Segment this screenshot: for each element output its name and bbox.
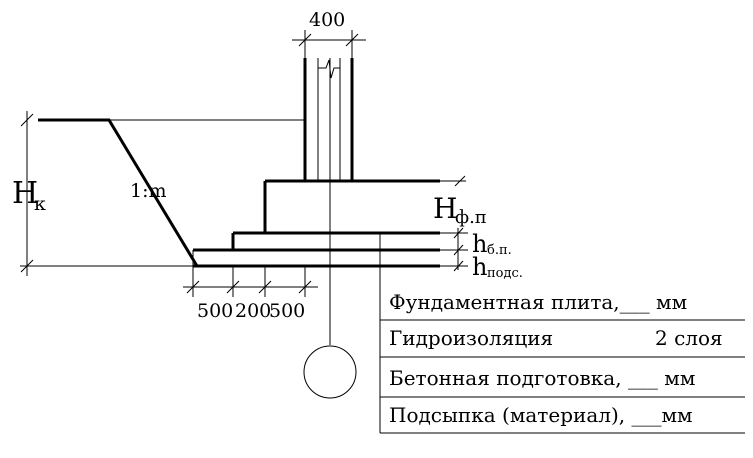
legend-row-backfill: Подсыпка (материал), ___мм — [389, 403, 693, 427]
hbp-label-main: h — [472, 230, 487, 258]
column — [303, 58, 354, 181]
hk-label: H к — [12, 176, 46, 215]
column-break-mark — [318, 59, 340, 79]
hk-label-main: H — [12, 176, 38, 211]
bottom-dim-500-a: 500 — [197, 300, 233, 322]
hfp-tick — [454, 175, 466, 187]
bottom-tick-1 — [186, 280, 200, 294]
dim-400-label: 400 — [309, 9, 345, 31]
dim-tick-right — [345, 33, 359, 47]
pit-slope-line — [38, 118, 199, 267]
bottom-dimensions: 500 200 500 — [183, 266, 318, 322]
hk-label-sub: к — [34, 193, 46, 215]
hfp-label-main: H — [433, 192, 457, 225]
bottom-dim-500-b: 500 — [269, 300, 305, 322]
slope-label: 1:m — [130, 180, 167, 202]
layers — [192, 227, 468, 272]
layer-tick-1 — [453, 227, 464, 239]
layer-tick-2 — [453, 244, 464, 256]
hk-tick-top — [20, 113, 34, 127]
legend-row-slab: Фундаментная плита,___ мм — [389, 290, 687, 314]
hpods-label-main: h — [472, 253, 487, 281]
foundation-slab — [263, 175, 466, 233]
bottom-dim-200: 200 — [235, 300, 271, 322]
bottom-tick-4 — [298, 280, 312, 294]
legend-row-concrete-prep: Бетонная подготовка, ___ мм — [389, 366, 695, 390]
bottom-tick-2 — [226, 280, 240, 294]
callout — [303, 58, 357, 399]
pit-outline: 1:m — [20, 111, 305, 276]
hfp-label-sub: ф.п — [455, 207, 487, 228]
layer-tick-3 — [453, 260, 464, 272]
callout-circle — [303, 345, 357, 399]
legend-table: Фундаментная плита,___ мм Гидроизоляция … — [379, 233, 745, 434]
hk-tick-bottom — [20, 259, 34, 273]
layer-labels: h б.п. h подс. — [472, 230, 523, 281]
hfp-label: H ф.п — [433, 192, 487, 228]
bottom-tick-3 — [258, 280, 272, 294]
legend-row-waterproofing: Гидроизоляция — [389, 326, 553, 350]
hbp-label-sub: б.п. — [487, 243, 512, 258]
hpods-label-sub: подс. — [487, 266, 523, 281]
legend-row-waterproofing-layers: 2 слоя — [655, 326, 723, 350]
dim-tick-left — [298, 33, 312, 47]
dimension-column-width: 400 — [292, 9, 366, 58]
